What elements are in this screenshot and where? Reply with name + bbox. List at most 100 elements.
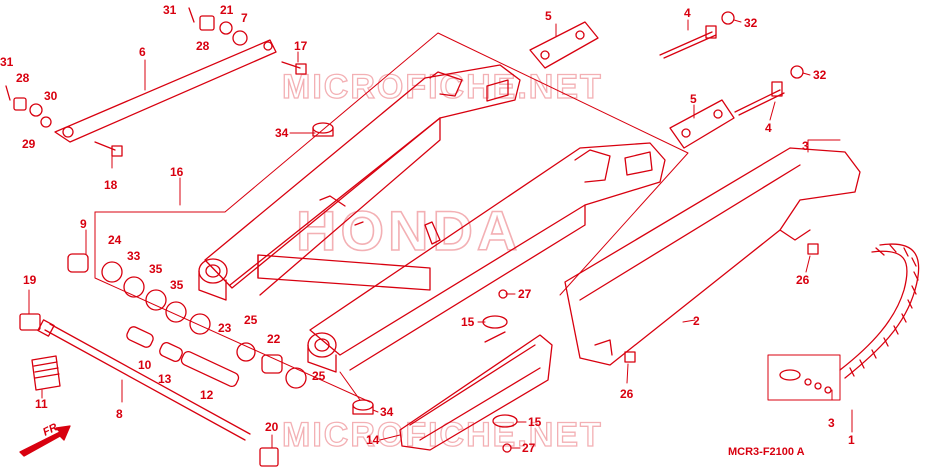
part-5-plate-mid: [669, 99, 735, 149]
part-25-seal-b: [285, 367, 307, 389]
watermark-center: HONDA: [296, 199, 521, 262]
part-1-chain: [839, 243, 920, 379]
label-part-14: 14: [366, 433, 380, 447]
label-part-15-bottom: 15: [528, 415, 542, 429]
part-17-bolt: [281, 61, 307, 75]
part-26-bolt-top: [807, 243, 819, 255]
watermark-top: MICROFICHE.NET: [282, 68, 603, 106]
assembly-outline: [94, 32, 689, 296]
front-arrow-icon: [19, 425, 71, 457]
part-25-seal-a: [236, 342, 256, 362]
part-28-nut-left: [13, 97, 27, 111]
label-part-28-left: 28: [16, 71, 30, 85]
part-5-plate-top: [529, 21, 599, 69]
label-part-8: 8: [116, 407, 123, 421]
label-part-26-top: 26: [796, 273, 810, 287]
label-part-9: 9: [80, 217, 87, 231]
label-part-2: 2: [693, 314, 700, 328]
label-part-31-top: 31: [163, 3, 177, 17]
label-part-4-top: 4: [684, 6, 691, 20]
label-part-19: 19: [23, 273, 37, 287]
part-2-chain-guard: [564, 147, 861, 366]
label-part-6: 6: [139, 45, 146, 59]
label-part-12: 12: [200, 388, 214, 402]
label-part-25-b: 25: [312, 369, 326, 383]
label-part-34-bottom: 34: [380, 405, 394, 419]
label-part-22: 22: [267, 332, 281, 346]
part-9-collar: [67, 253, 89, 273]
label-part-27-bottom: 27: [522, 441, 536, 455]
label-part-31-left: 31: [0, 55, 14, 69]
part-10-collar: [126, 326, 154, 348]
label-part-1: 1: [848, 433, 855, 447]
label-part-5-mid: 5: [690, 92, 697, 106]
part-20-nut: [259, 447, 279, 467]
label-part-24: 24: [108, 233, 122, 247]
label-part-10: 10: [138, 358, 152, 372]
part-26-bolt-bottom: [624, 351, 636, 363]
label-part-4-mid: 4: [765, 121, 772, 135]
part-32-nut-mid: [790, 65, 804, 79]
part-15-rubber-bottom: [492, 414, 518, 428]
part-15-rubber-top: [482, 315, 508, 329]
part-4-bolt-mid: [734, 81, 785, 116]
label-part-27-top: 27: [518, 287, 532, 301]
part-3-master-link: [767, 354, 841, 401]
label-part-35-a: 35: [149, 262, 163, 276]
label-part-32-mid: 32: [813, 68, 827, 82]
label-part-3-bottom: 3: [828, 416, 835, 430]
label-part-33: 33: [127, 249, 141, 263]
part-14-slider: [399, 331, 553, 451]
part-35-bearing-b: [165, 301, 187, 323]
label-part-17: 17: [294, 39, 308, 53]
label-part-26-bottom: 26: [620, 387, 634, 401]
part-24-seal: [101, 261, 123, 283]
part-4-bolt-top: [659, 25, 717, 59]
label-part-23: 23: [218, 321, 232, 335]
label-part-32-top: 32: [744, 16, 758, 30]
diagram-code: MCR3-F2100 A: [728, 446, 805, 458]
part-12-spacer: [180, 350, 240, 388]
part-34-cap: [312, 122, 334, 137]
part-19-nut: [19, 313, 41, 331]
label-part-16: 16: [170, 165, 184, 179]
part-8-pivot-shaft: [37, 319, 251, 441]
label-part-11: 11: [35, 397, 48, 411]
part-35-bearing-a: [145, 289, 167, 311]
part-34-nut-lower: [352, 399, 374, 415]
label-part-34-top: 34: [275, 126, 289, 140]
label-part-21: 21: [220, 3, 234, 17]
part-18-bolt: [94, 141, 123, 157]
part-28-nut-top: [199, 15, 215, 31]
leader-lines: [28, 19, 853, 449]
label-part-30: 30: [44, 89, 58, 103]
label-part-5-top: 5: [545, 9, 552, 23]
part-32-nut-top: [721, 11, 735, 25]
label-part-13: 13: [158, 372, 172, 386]
label-part-3-top: 3: [802, 139, 809, 153]
label-part-28-top: 28: [196, 39, 210, 53]
label-part-20: 20: [265, 420, 279, 434]
part-33-bearing: [123, 276, 145, 298]
part-22-collar: [261, 354, 283, 374]
label-part-25-a: 25: [244, 313, 258, 327]
watermark-bottom: MICROFICHE.NET: [282, 416, 603, 454]
label-part-35-b: 35: [170, 278, 184, 292]
part-30-washer: [29, 103, 43, 117]
part-23-seal: [189, 313, 211, 335]
part-31-pin-top: [188, 7, 195, 23]
part-31-pin-left: [5, 85, 11, 101]
label-part-15-top: 15: [461, 315, 475, 329]
part-7-nut: [232, 30, 248, 46]
part-29-washer: [40, 116, 52, 128]
assembly-outline-lower: [94, 211, 371, 403]
label-part-7: 7: [241, 11, 248, 25]
swingarm: [198, 64, 666, 373]
part-21-washer: [219, 21, 233, 35]
part-11-boot: [31, 355, 61, 391]
label-part-29: 29: [22, 137, 36, 151]
part-6-link: [54, 39, 277, 143]
part-13-collar: [159, 342, 183, 362]
